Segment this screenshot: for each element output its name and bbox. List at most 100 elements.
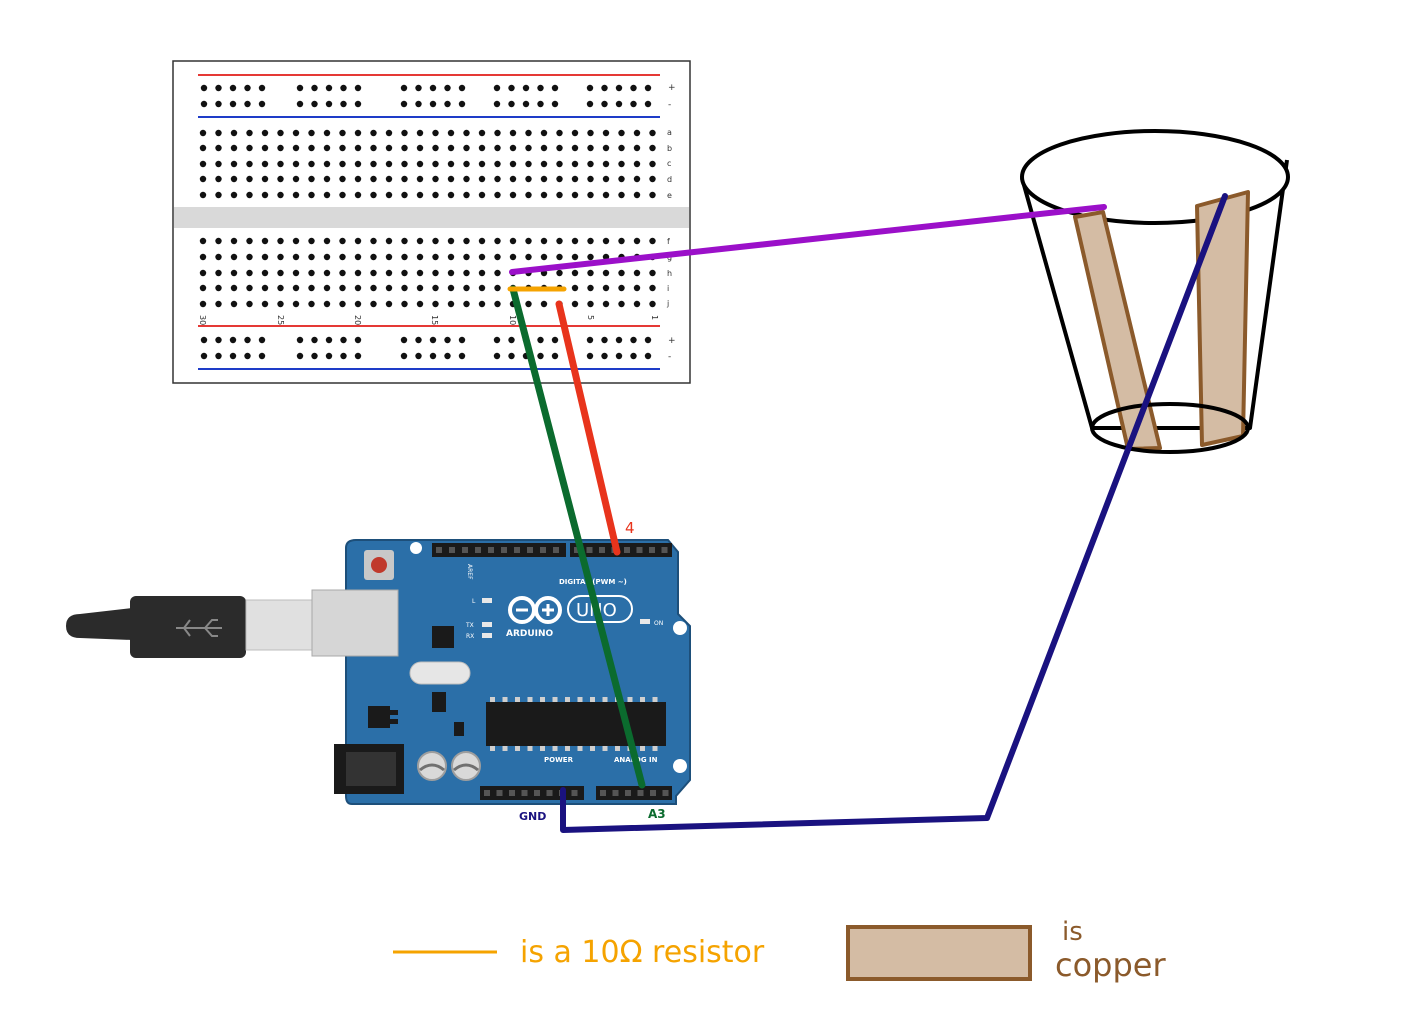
breadboard-hole bbox=[323, 129, 331, 137]
rx-label: RX bbox=[466, 633, 474, 640]
reset-button-cap bbox=[371, 557, 387, 573]
header-pin bbox=[571, 790, 578, 796]
breadboard-rail-hole bbox=[296, 84, 304, 92]
breadboard-hole bbox=[354, 237, 362, 245]
breadboard-hole bbox=[463, 175, 470, 183]
tx-led bbox=[482, 622, 492, 627]
green-wire bbox=[509, 285, 646, 789]
breadboard-hole bbox=[261, 144, 269, 152]
breadboard-hole bbox=[354, 160, 362, 168]
header-pin bbox=[509, 790, 515, 796]
header-pin bbox=[527, 547, 533, 553]
breadboard-hole bbox=[571, 300, 579, 308]
breadboard-hole bbox=[401, 144, 408, 152]
breadboard-hole bbox=[432, 300, 439, 308]
breadboard-hole bbox=[509, 237, 517, 245]
breadboard-hole bbox=[246, 175, 253, 183]
breadboard-hole bbox=[215, 253, 222, 261]
breadboard-hole bbox=[478, 300, 486, 308]
breadboard-hole bbox=[354, 175, 362, 183]
chip-pin bbox=[552, 746, 558, 751]
chip-pin bbox=[502, 697, 508, 702]
chip-pin bbox=[490, 697, 495, 702]
breadboard-hole bbox=[525, 160, 532, 168]
tx-label: TX bbox=[465, 622, 474, 629]
breadboard-hole bbox=[230, 144, 238, 152]
breadboard-hole bbox=[230, 237, 238, 245]
breadboard-hole bbox=[246, 129, 253, 137]
capacitor-2-mark bbox=[453, 763, 479, 772]
breadboard-hole bbox=[323, 284, 331, 292]
copper-strip-left bbox=[1073, 210, 1162, 451]
breadboard-hole bbox=[416, 284, 424, 292]
breadboard-hole bbox=[354, 284, 362, 292]
breadboard-hole bbox=[308, 284, 315, 292]
breadboard-hole bbox=[308, 269, 315, 277]
breadboard-hole bbox=[556, 160, 563, 168]
arduino-logo bbox=[508, 596, 562, 624]
breadboard-hole bbox=[401, 191, 408, 199]
breadboard-hole bbox=[292, 284, 300, 292]
usb-cable-end bbox=[66, 608, 132, 640]
breadboard-hole bbox=[556, 269, 563, 277]
breadboard-hole bbox=[246, 253, 253, 261]
breadboard-hole bbox=[618, 144, 625, 152]
breadboard-hole bbox=[416, 144, 424, 152]
breadboard-rail-hole bbox=[415, 100, 422, 108]
breadboard-hole bbox=[463, 253, 470, 261]
breadboard-hole bbox=[633, 160, 641, 168]
header-pin bbox=[661, 547, 668, 553]
breadboard-hole bbox=[571, 191, 579, 199]
atmega-chip bbox=[486, 702, 666, 746]
breadboard-hole bbox=[261, 175, 269, 183]
header-pin bbox=[599, 547, 605, 553]
breadboard-hole bbox=[463, 300, 470, 308]
breadboard-hole bbox=[571, 237, 579, 245]
breadboard-hole bbox=[230, 129, 238, 137]
breadboard-hole bbox=[215, 269, 222, 277]
breadboard-hole bbox=[633, 237, 641, 245]
breadboard-rail-hole bbox=[586, 336, 594, 344]
breadboard-hole bbox=[587, 191, 594, 199]
breadboard-hole bbox=[525, 175, 532, 183]
breadboard-hole bbox=[277, 269, 284, 277]
breadboard-hole bbox=[261, 129, 269, 137]
breadboard-rail-hole bbox=[296, 352, 304, 360]
breadboard-hole bbox=[587, 269, 594, 277]
breadboard-hole bbox=[571, 269, 579, 277]
usb-connector-sleeve bbox=[245, 599, 313, 651]
breadboard-hole bbox=[339, 284, 346, 292]
column-number-20: 20 bbox=[353, 315, 362, 325]
breadboard-rail-hole bbox=[522, 100, 530, 108]
breadboard-hole bbox=[540, 191, 548, 199]
breadboard-hole bbox=[649, 300, 656, 308]
breadboard-hole bbox=[416, 269, 424, 277]
breadboard-hole bbox=[354, 300, 362, 308]
breadboard-hole bbox=[602, 129, 610, 137]
breadboard-hole bbox=[432, 253, 439, 261]
row-label-d: d bbox=[667, 175, 672, 184]
breadboard-hole bbox=[571, 129, 579, 137]
breadboard-holes bbox=[199, 84, 656, 360]
breadboard-hole bbox=[215, 175, 222, 183]
breadboard-hole bbox=[447, 191, 455, 199]
breadboard-hole bbox=[587, 144, 594, 152]
breadboard-hole bbox=[308, 237, 315, 245]
breadboard-rail-hole bbox=[493, 84, 501, 92]
breadboard-hole bbox=[494, 237, 501, 245]
chip-pin bbox=[565, 697, 570, 702]
breadboard-rail-hole bbox=[340, 336, 347, 344]
digital-header-label: DIGITAL (PWM ~) bbox=[559, 578, 627, 586]
breadboard-hole bbox=[556, 129, 563, 137]
header-pin bbox=[624, 547, 630, 553]
breadboard-rail-hole bbox=[601, 336, 608, 344]
breadboard-rail-hole bbox=[244, 84, 251, 92]
breadboard-rail-hole bbox=[400, 336, 408, 344]
breadboard-hole bbox=[385, 284, 393, 292]
breadboard-hole bbox=[447, 253, 455, 261]
breadboard-rail-hole bbox=[311, 100, 318, 108]
chip-pin bbox=[515, 697, 520, 702]
breadboard-hole bbox=[308, 160, 315, 168]
